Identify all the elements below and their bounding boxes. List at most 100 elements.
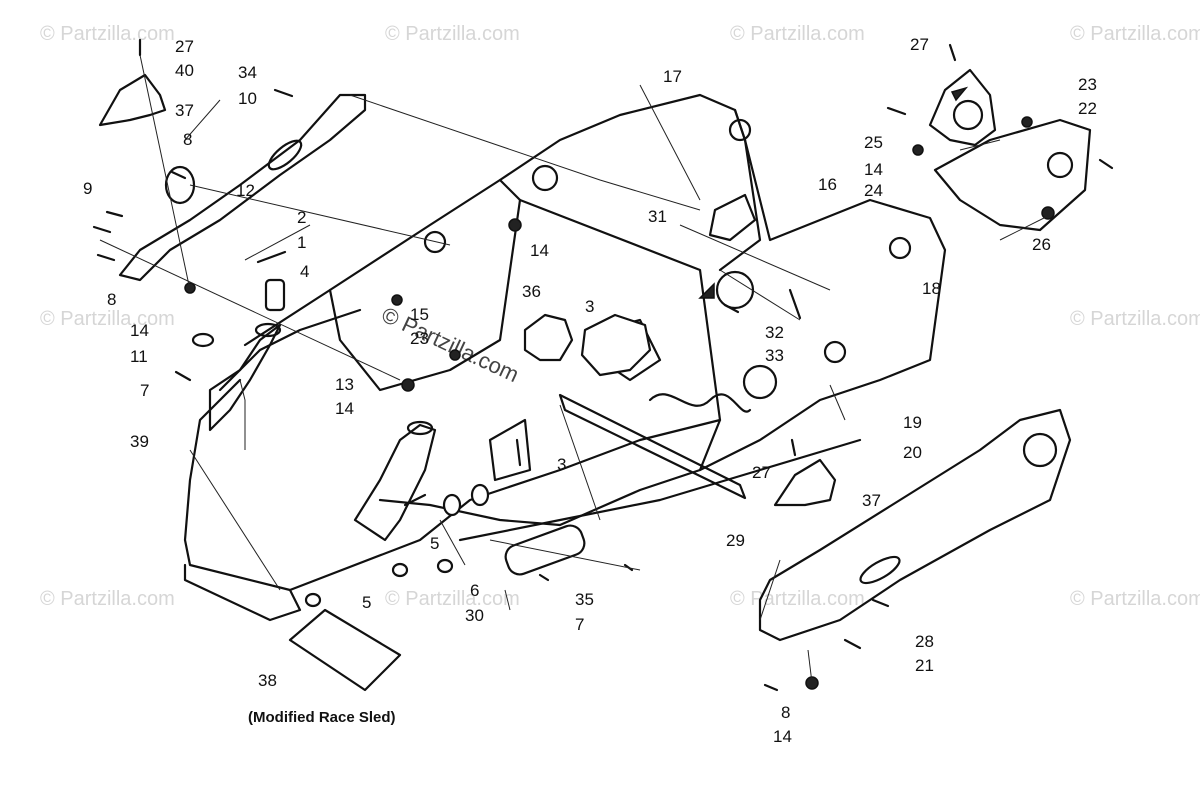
- bolt: [538, 573, 550, 582]
- callout-33: 33: [765, 346, 784, 365]
- callout-18: 18: [922, 279, 941, 298]
- callout-8: 8: [781, 703, 790, 722]
- watermark: © Partzilla.com: [40, 23, 175, 45]
- watermark: © Partzilla.com: [40, 588, 175, 610]
- callout-35: 35: [575, 590, 594, 609]
- callout-2: 2: [297, 208, 306, 227]
- steering-post-right: [353, 423, 437, 542]
- callout-27: 27: [175, 37, 194, 56]
- callout-39: 39: [130, 432, 149, 451]
- nut: [508, 218, 522, 232]
- callout-8: 8: [183, 130, 192, 149]
- callout-10: 10: [238, 89, 257, 108]
- callout-14: 14: [773, 727, 792, 746]
- watermark: © Partzilla.com: [1070, 588, 1200, 610]
- callout-23: 23: [1078, 75, 1097, 94]
- bolt: [273, 88, 294, 98]
- chassis-bulkhead-front: [183, 378, 722, 592]
- chassis-tunnel-right: [718, 108, 762, 272]
- callout-27: 27: [910, 35, 929, 54]
- bolt: [788, 288, 802, 320]
- direction-arrows: [698, 86, 969, 299]
- chassis-lower-edge: [458, 438, 862, 542]
- callout-19: 19: [903, 413, 922, 432]
- chassis-inner-panel: [328, 198, 522, 392]
- watermark: © Partzilla.com: [1070, 308, 1200, 330]
- bracket-37-upper: [98, 73, 167, 127]
- plate-38: [288, 608, 402, 692]
- watermark: © Partzilla.com: [1070, 23, 1200, 45]
- bolt: [723, 303, 740, 314]
- shroud-hole: [1046, 151, 1074, 179]
- callout-34: 34: [238, 63, 257, 82]
- watermark-center: © Partzilla.com: [378, 302, 523, 387]
- bracket: [773, 458, 837, 507]
- callout-37: 37: [175, 101, 194, 120]
- steering-post-left: [208, 323, 282, 432]
- callout-14: 14: [864, 160, 883, 179]
- bracket: [98, 73, 167, 127]
- callout-25: 25: [864, 133, 883, 152]
- plate-16: [708, 193, 757, 242]
- watermark: © Partzilla.com: [385, 23, 520, 45]
- bushing-4: [264, 278, 286, 312]
- bolt: [790, 438, 797, 457]
- bolt: [515, 438, 522, 467]
- washer: [436, 558, 454, 574]
- watermark: © Partzilla.com: [730, 588, 865, 610]
- callout-32: 32: [765, 323, 784, 342]
- callout-11: 11: [130, 347, 148, 366]
- bracket-24: [928, 68, 997, 147]
- callout-14: 14: [130, 321, 149, 340]
- bolt: [886, 106, 907, 116]
- callout-37: 37: [862, 491, 881, 510]
- leader-lines: [99, 54, 1051, 684]
- callout-31: 31: [648, 207, 667, 226]
- callout-38: 38: [258, 671, 277, 690]
- watermark: © Partzilla.com: [40, 308, 175, 330]
- rail-slot: [859, 555, 901, 585]
- post-cup: [254, 322, 282, 338]
- callout-36: 36: [522, 282, 541, 301]
- bolt: [948, 43, 957, 62]
- nut: [449, 349, 461, 361]
- left-rail: [118, 93, 367, 282]
- callout-22: 22: [1078, 99, 1097, 118]
- frame-hole: [728, 118, 752, 142]
- frame-hole: [888, 236, 912, 260]
- frame-hole: [423, 230, 447, 254]
- watermark: © Partzilla.com: [730, 23, 865, 45]
- callout-4: 4: [300, 262, 309, 281]
- diagram-caption: (Modified Race Sled): [248, 709, 396, 726]
- gear-3: [580, 313, 652, 377]
- right-rail: [758, 408, 1072, 642]
- callout-40: 40: [175, 61, 194, 80]
- callout-5: 5: [362, 593, 371, 612]
- callout-3: 3: [557, 455, 566, 474]
- steering-posts: [208, 322, 437, 542]
- bolt: [174, 370, 192, 382]
- bolt: [871, 598, 890, 608]
- callout-1: 1: [297, 233, 306, 252]
- callout-26: 26: [1032, 235, 1051, 254]
- washer: [304, 592, 322, 608]
- bolt: [403, 493, 427, 507]
- callout-24: 24: [864, 181, 883, 200]
- chassis-wave-cutout: [648, 393, 752, 413]
- frame-hole: [531, 164, 559, 192]
- bracket-37-lower: [773, 458, 837, 507]
- callouts: 27 40 37 34 10 8 9 8 12 2 1 4 14 11 7 39…: [83, 35, 1097, 746]
- callout-16: 16: [818, 175, 837, 194]
- chassis-tunnel-left: [498, 178, 722, 472]
- callout-12: 12: [236, 181, 255, 200]
- callout-7: 7: [575, 615, 584, 634]
- callout-8: 8: [107, 290, 116, 309]
- tube-35: [504, 524, 586, 576]
- gear-36: [523, 313, 574, 362]
- bolt: [170, 170, 187, 180]
- nut: [401, 378, 415, 392]
- callout-3: 3: [585, 297, 594, 316]
- callout-28: 28: [915, 632, 934, 651]
